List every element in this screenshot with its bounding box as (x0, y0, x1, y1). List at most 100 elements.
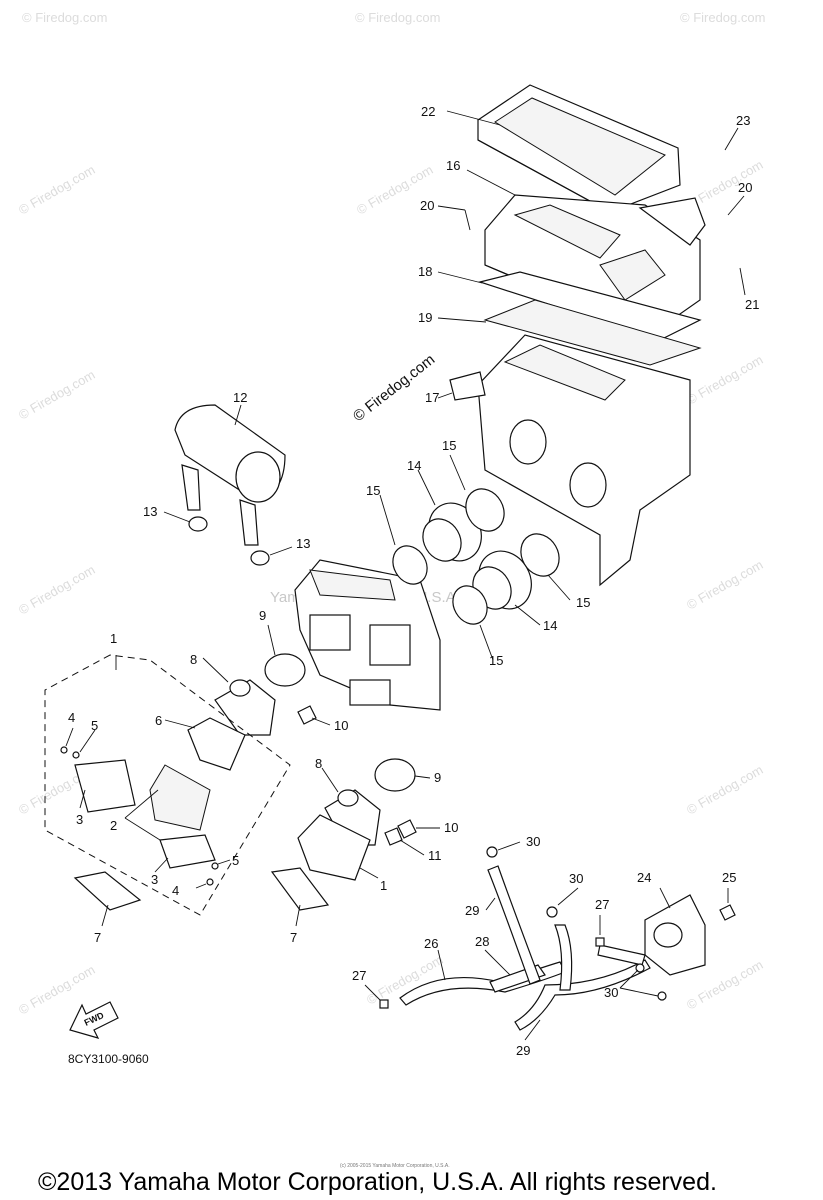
callout-15: 15 (366, 483, 380, 498)
callout-24: 24 (637, 870, 651, 885)
callout-15: 15 (442, 438, 456, 453)
callout-29: 29 (516, 1043, 530, 1058)
clamp-15 (392, 545, 428, 585)
callout-4: 4 (172, 883, 179, 898)
fuel-pump-nut (719, 904, 736, 921)
air-box-lower-case (449, 334, 691, 587)
hose-clip-27 (379, 999, 389, 1009)
reed-valve-kit-outline (44, 654, 291, 916)
clamp-15 (520, 533, 560, 577)
leader-lines (65, 110, 746, 1041)
air-box-seal (483, 299, 702, 366)
screw-5 (72, 751, 80, 759)
reed-valve-1 (297, 814, 371, 881)
fuel-pump (644, 894, 706, 976)
callout-3: 3 (76, 812, 83, 827)
callout-1: 1 (380, 878, 387, 893)
diagram-watermark: © Firedog.com (350, 351, 438, 425)
callout-3: 3 (151, 872, 158, 887)
callout-14: 14 (407, 458, 421, 473)
reed-valve-assembly (73, 717, 246, 911)
callout-9: 9 (259, 608, 266, 623)
callout-2: 2 (110, 818, 117, 833)
callout-27: 27 (352, 968, 366, 983)
watermark-text: © Firedog.com (684, 352, 766, 408)
hose-clip-30 (486, 846, 498, 858)
watermark-text: © Firedog.com (684, 762, 766, 818)
callout-5: 5 (232, 853, 239, 868)
manifold-joint-8-upper (214, 679, 276, 736)
callout-28: 28 (475, 934, 489, 949)
callout-13: 13 (143, 504, 157, 519)
air-box-cover (477, 84, 681, 213)
callout-15: 15 (489, 653, 503, 668)
callout-22: 22 (421, 104, 435, 119)
callout-26: 26 (424, 936, 438, 951)
gasket-7 (270, 867, 330, 911)
watermark-text: © Firedog.com (22, 10, 107, 25)
forward-arrow-icon: FWD (69, 1001, 119, 1039)
callout-23: 23 (736, 113, 750, 128)
carb-joint-9-upper (264, 653, 306, 687)
callout-9: 9 (434, 770, 441, 785)
callout-27: 27 (595, 897, 609, 912)
callout-10: 10 (444, 820, 458, 835)
screw-4 (60, 746, 68, 754)
callout-11: 11 (428, 848, 442, 863)
callout-18: 18 (418, 264, 432, 279)
tiny-notice: (c) 2005-2015 Yamaha Motor Corporation, … (340, 1163, 450, 1169)
callout-14: 14 (543, 618, 557, 633)
callout-labels: 22 23 16 20 20 21 18 19 17 12 13 13 14 1… (68, 104, 759, 1058)
callout-12: 12 (233, 390, 247, 405)
watermark-text: © Firedog.com (355, 10, 440, 25)
bolt-10 (297, 705, 317, 725)
hose-clip-30 (657, 991, 667, 1001)
callout-6: 6 (155, 713, 162, 728)
callout-30: 30 (569, 871, 583, 886)
hose-clip-27 (595, 937, 605, 947)
callout-25: 25 (722, 870, 736, 885)
callout-4: 4 (68, 710, 75, 725)
watermark-text: © Firedog.com (680, 10, 765, 25)
bolt-11 (384, 827, 403, 846)
callout-20: 20 (738, 180, 752, 195)
watermark-text: © Firedog.com (16, 562, 98, 618)
bolt-10 (397, 819, 417, 839)
clamp-15 (465, 488, 505, 532)
copyright-footer: ©2013 Yamaha Motor Corporation, U.S.A. A… (38, 1168, 717, 1196)
air-box-upper-case (484, 194, 706, 336)
callout-13: 13 (296, 536, 310, 551)
clamp-13 (250, 550, 270, 566)
fuel-hose (554, 924, 573, 991)
callout-20: 20 (420, 198, 434, 213)
watermark-text: © Firedog.com (16, 367, 98, 423)
callout-1: 1 (110, 631, 117, 646)
carb-joint-9-lower (374, 758, 416, 792)
callout-16: 16 (446, 158, 460, 173)
intake-silencer (174, 404, 286, 546)
callout-21: 21 (745, 297, 759, 312)
screw-4 (206, 878, 214, 886)
callout-19: 19 (418, 310, 432, 325)
hose-clip-30 (546, 906, 558, 918)
callout-8: 8 (315, 756, 322, 771)
screw-5 (211, 862, 219, 870)
watermark-text: © Firedog.com (16, 162, 98, 218)
clamp-13 (188, 516, 208, 532)
callout-30: 30 (604, 985, 618, 1000)
callout-30: 30 (526, 834, 540, 849)
fuel-hose-29-upper (487, 865, 541, 985)
clamp-15 (452, 585, 488, 625)
diagram-code: 8CY3100-9060 (68, 1052, 149, 1066)
callout-10: 10 (334, 718, 348, 733)
callout-15: 15 (576, 595, 590, 610)
callout-29: 29 (465, 903, 479, 918)
watermark-text: © Firedog.com (16, 962, 98, 1018)
watermark-text: © Firedog.com (684, 557, 766, 613)
callout-8: 8 (190, 652, 197, 667)
callout-5: 5 (91, 718, 98, 733)
fuel-hose-29-lower (514, 959, 651, 1031)
callout-7: 7 (94, 930, 101, 945)
fuel-hose (597, 944, 646, 966)
